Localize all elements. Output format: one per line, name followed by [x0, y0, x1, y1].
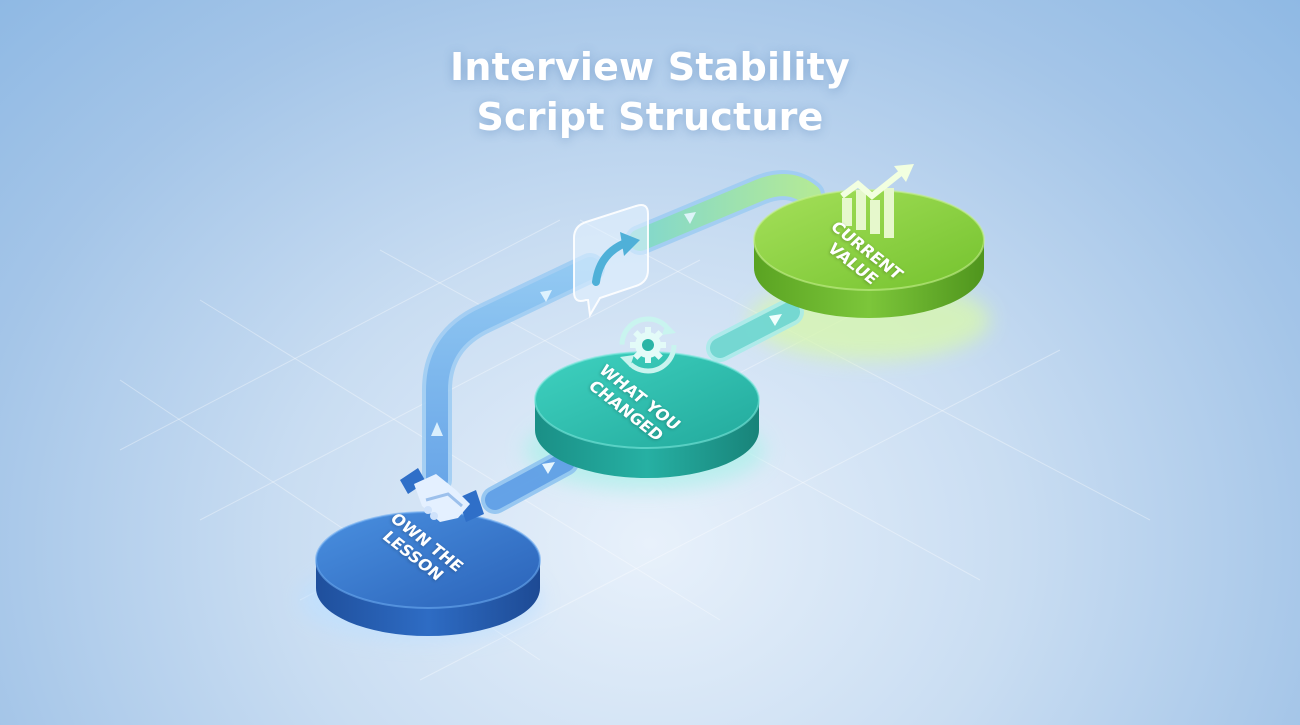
gear-cycle-icon — [619, 316, 677, 374]
connector-pipe-1-2 — [481, 448, 579, 514]
growth-chart-icon — [840, 164, 914, 238]
diagram-title: Interview Stability Script Structure — [0, 42, 1300, 142]
connector-pipe-2-3 — [706, 298, 804, 362]
title-line-2: Script Structure — [476, 95, 824, 139]
step-2-disc — [534, 351, 760, 478]
step-3-disc — [753, 189, 985, 318]
connector-pipe-upper — [422, 170, 825, 495]
step-1-disc — [315, 511, 541, 636]
speech-bubble-arrow-icon — [573, 204, 649, 319]
handshake-icon — [400, 468, 484, 522]
title-line-1: Interview Stability — [450, 45, 850, 89]
